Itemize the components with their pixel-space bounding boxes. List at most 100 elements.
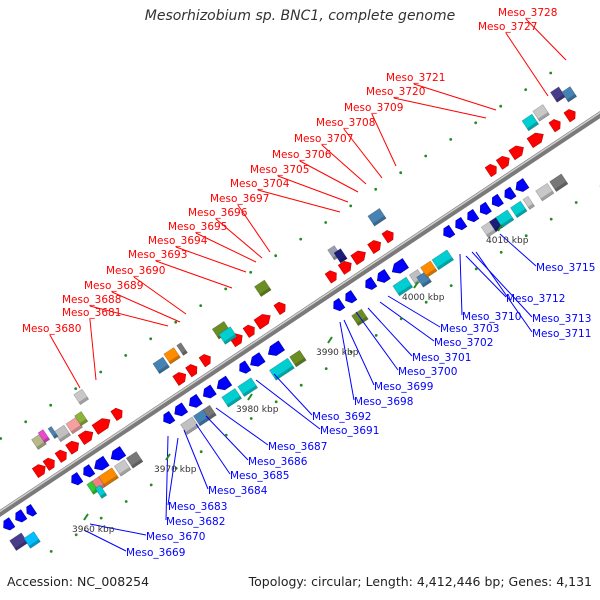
feature-reverse <box>180 416 200 435</box>
feature-shadow <box>198 416 211 427</box>
gene-label-reverse: Meso_3703 <box>440 323 499 335</box>
callout-line-forward <box>175 246 247 273</box>
feature-shadow <box>338 256 348 264</box>
feature-box <box>431 249 455 271</box>
grid-dot <box>249 270 253 274</box>
callout-line-forward <box>155 260 233 289</box>
callout-line-reverse <box>183 429 209 490</box>
gene-reverse <box>467 209 480 223</box>
grid-dot <box>149 483 153 487</box>
feature-reverse <box>23 531 41 549</box>
gene-label-reverse: Meso_3691 <box>320 425 379 437</box>
feature-reverse <box>113 459 132 477</box>
feature-shadow <box>555 94 566 103</box>
grid-dot <box>74 533 78 537</box>
feature-reverse <box>522 195 536 210</box>
feature-box <box>37 429 51 444</box>
gene-forward <box>526 132 544 149</box>
accession-text: Accession: NC_008254 <box>7 574 150 589</box>
feature-shadow <box>425 268 438 278</box>
feature-box <box>218 326 238 345</box>
feature-forward <box>333 248 348 264</box>
feature-box <box>221 387 243 408</box>
gene-label-forward: Meso_3680 <box>22 323 81 335</box>
feature-box <box>269 357 295 381</box>
feature-shadow <box>540 190 554 201</box>
gene-arrow-forward <box>198 354 211 368</box>
gene-arrow-reverse <box>491 193 504 208</box>
feature-box <box>535 182 555 202</box>
callout-line-reverse <box>475 251 533 333</box>
callout-line-reverse <box>167 437 179 506</box>
callout-line-forward <box>343 128 383 179</box>
feature-box <box>561 86 578 103</box>
gene-arrow-reverse <box>163 411 176 425</box>
scale-tick-mark <box>83 513 89 521</box>
gene-reverse <box>515 178 530 192</box>
feature-box <box>98 467 119 488</box>
feature-box <box>549 86 566 103</box>
gene-forward <box>495 155 510 170</box>
gene-arrow-forward <box>42 457 55 471</box>
gene-arrow-forward <box>381 230 394 244</box>
gene-reverse <box>504 186 517 200</box>
grid-dot <box>249 417 253 420</box>
gene-reverse <box>479 201 492 215</box>
feature-box <box>420 260 438 278</box>
scale-tick-mark <box>247 393 253 401</box>
gene-arrow-reverse <box>479 201 492 215</box>
callout-line-reverse <box>273 373 313 416</box>
callout-line-forward <box>49 334 81 389</box>
gene-arrow-reverse <box>345 290 358 304</box>
gene-forward <box>381 230 394 244</box>
feature-forward <box>521 113 540 132</box>
grid-dot <box>549 71 553 75</box>
callout-line-forward <box>257 189 341 213</box>
gene-forward <box>337 260 352 275</box>
callout-line-forward <box>237 204 271 253</box>
feature-box <box>152 356 170 375</box>
gene-arrow-forward <box>495 155 510 170</box>
feature-forward <box>218 326 238 345</box>
gene-label-reverse: Meso_3700 <box>398 366 457 378</box>
grid-dot <box>199 450 203 454</box>
feature-reverse <box>9 532 29 551</box>
gene-label-forward: Meso_3693 <box>128 249 187 261</box>
callout-line-forward <box>525 18 567 61</box>
gene-forward <box>31 464 46 479</box>
feature-shadow <box>119 467 131 477</box>
callout-line-forward <box>393 97 487 119</box>
feature-box <box>180 416 200 435</box>
callout-line-reverse <box>379 301 435 342</box>
feature-shadow <box>43 437 50 443</box>
gene-label-reverse: Meso_3684 <box>208 485 268 497</box>
grid-dot <box>399 317 403 321</box>
gene-label-forward: Meso_3707 <box>294 133 353 145</box>
callout-line-forward <box>505 32 549 97</box>
feature-reverse <box>221 387 243 408</box>
gene-forward <box>548 119 561 133</box>
gene-reverse <box>94 455 110 471</box>
gene-reverse <box>267 340 285 356</box>
gene-reverse <box>491 193 504 208</box>
grid-dot <box>199 304 203 307</box>
gene-forward <box>91 418 111 435</box>
gene-reverse <box>83 464 96 478</box>
callout-line-forward <box>277 175 349 203</box>
gene-arrow-reverse <box>515 178 530 192</box>
grid-dot <box>274 254 278 258</box>
gene-arrow-reverse <box>504 186 517 200</box>
gene-reverse <box>443 224 456 239</box>
scale-tick-label: 3970 kbp <box>154 465 197 475</box>
feature-box <box>549 173 569 193</box>
feature-shadow <box>515 208 528 218</box>
gene-label-forward: Meso_3706 <box>272 149 332 161</box>
feature-shadow <box>500 217 514 228</box>
gene-reverse <box>345 290 358 304</box>
grid-dot <box>424 154 428 158</box>
grid-dot <box>224 287 228 291</box>
grid-dot <box>524 88 528 91</box>
callout-line-reverse <box>89 523 147 536</box>
grid-dot <box>349 350 353 354</box>
gene-forward <box>198 354 211 368</box>
